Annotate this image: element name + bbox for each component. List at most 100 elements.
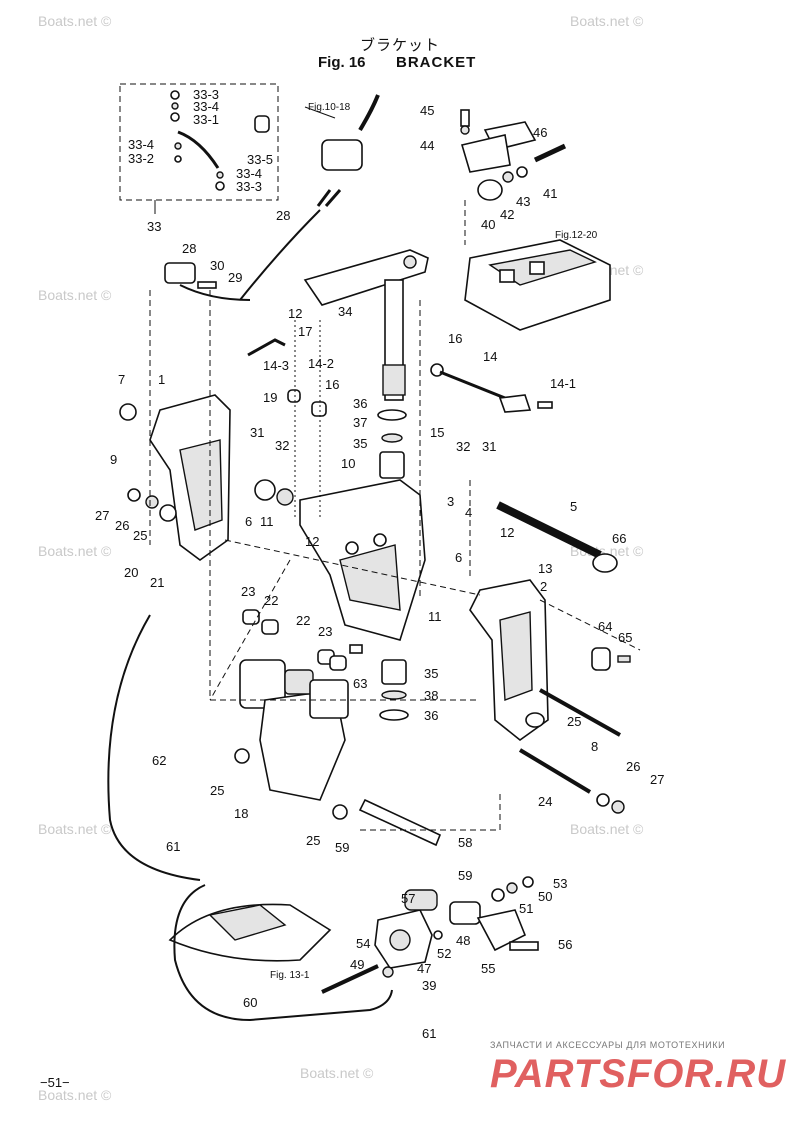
callout-11: 11 — [260, 514, 274, 529]
callout-25: 25 — [133, 528, 147, 543]
tube-5 — [496, 501, 618, 573]
page-number: −51− — [40, 1075, 70, 1090]
callout-63: 63 — [353, 676, 367, 691]
callout-35: 35 — [353, 436, 367, 451]
assembly-lines — [149, 200, 641, 831]
callout-14-1: 14-1 — [550, 376, 576, 391]
callout-32: 32 — [456, 439, 470, 454]
callout-57: 57 — [401, 891, 415, 906]
bushings-lower — [349, 644, 409, 721]
callout-15: 15 — [430, 425, 444, 440]
callout-31: 31 — [250, 425, 264, 440]
callout-33-3: 33-3 — [236, 179, 262, 194]
callout-23: 23 — [241, 584, 255, 599]
callout-4: 4 — [465, 505, 472, 520]
callout-20: 20 — [124, 565, 138, 580]
callout-38: 38 — [424, 688, 438, 703]
link-14-2 — [247, 338, 327, 417]
callout-26: 26 — [626, 759, 640, 774]
housing-fig-12-20 — [464, 239, 611, 331]
callout-25: 25 — [567, 714, 581, 729]
callout-22: 22 — [296, 613, 310, 628]
group-33-box — [119, 83, 279, 201]
callout-33-1: 33-1 — [193, 112, 219, 127]
callout-13: 13 — [538, 561, 552, 576]
callout-33-4: 33-4 — [128, 137, 154, 152]
steering-link-47 — [321, 876, 539, 994]
group-33-parts — [170, 90, 270, 191]
callout-6: 6 — [245, 514, 252, 529]
callout-33: 33 — [147, 219, 161, 234]
brand-logo: PARTSFOR.RU — [490, 1052, 787, 1096]
watermark: Boats.net © — [38, 821, 112, 837]
swivel-bracket-10 — [299, 479, 426, 641]
callout-6: 6 — [455, 550, 462, 565]
callout-33-3: 33-3 — [193, 87, 219, 102]
callout-8: 8 — [591, 739, 598, 754]
callout-2: 2 — [540, 579, 547, 594]
callout-22: 22 — [264, 593, 278, 608]
callout-9: 9 — [110, 452, 117, 467]
callout-7: 7 — [118, 372, 125, 387]
stern-bracket-1 — [119, 394, 231, 561]
callout-33-4: 33-4 — [236, 166, 262, 181]
callout-12: 12 — [500, 525, 514, 540]
callout-59: 59 — [335, 840, 349, 855]
callout-32: 32 — [275, 438, 289, 453]
watermark: Boats.net © — [300, 1065, 374, 1081]
plate-58 — [358, 798, 442, 847]
page-title-japanese: ブラケット — [359, 36, 440, 54]
callout-49: 49 — [350, 957, 364, 972]
ref-fig-10-18: Fig.10-18 — [308, 102, 351, 113]
callout-46: 46 — [533, 125, 547, 140]
callout-43: 43 — [516, 194, 530, 209]
callout-34: 34 — [338, 304, 352, 319]
callout-14: 14 — [483, 349, 497, 364]
callout-29: 29 — [228, 270, 242, 285]
callout-28: 28 — [276, 208, 290, 223]
callout-51: 51 — [519, 901, 533, 916]
callout-61: 61 — [166, 839, 180, 854]
callout-58: 58 — [458, 835, 472, 850]
bracket-40-46 — [460, 109, 567, 201]
figure-number: Fig. 16 — [318, 54, 366, 71]
callout-12: 12 — [288, 306, 302, 321]
watermark: Boats.net © — [38, 287, 112, 303]
figure-name: BRACKET — [396, 54, 477, 71]
callout-42: 42 — [500, 207, 514, 222]
callout-14-3: 14-3 — [263, 358, 289, 373]
callout-11: 11 — [428, 609, 442, 624]
callout-33-4: 33-4 — [193, 99, 219, 114]
callout-24: 24 — [538, 794, 552, 809]
callout-27: 27 — [95, 508, 109, 523]
bushings-35-37 — [377, 409, 407, 479]
callout-52: 52 — [437, 946, 451, 961]
callout-54: 54 — [356, 936, 370, 951]
steering-arm-34 — [303, 249, 429, 401]
callout-28: 28 — [182, 241, 196, 256]
callout-40: 40 — [481, 217, 495, 232]
lower-unit-fig-13-1 — [168, 903, 332, 962]
callout-14-2: 14-2 — [308, 356, 334, 371]
callout-23: 23 — [318, 624, 332, 639]
callout-30: 30 — [210, 258, 224, 273]
rods-8-24 — [518, 688, 625, 814]
callout-19: 19 — [263, 390, 277, 405]
watermark: Boats.net © — [570, 13, 644, 29]
callout-3: 3 — [447, 494, 454, 509]
washers-left — [127, 479, 347, 671]
callout-16: 16 — [448, 331, 462, 346]
callout-66: 66 — [612, 531, 626, 546]
callout-1: 1 — [158, 372, 165, 387]
clamp-28 — [164, 262, 251, 301]
stern-bracket-2 — [469, 579, 549, 742]
shaft-14 — [430, 363, 553, 413]
callout-25: 25 — [210, 783, 224, 798]
callout-36: 36 — [424, 708, 438, 723]
connector-harness — [239, 94, 380, 301]
callout-48: 48 — [456, 933, 470, 948]
brand-tagline: ЗАПЧАСТИ И АКСЕССУАРЫ ДЛЯ МОТОТЕХНИКИ — [490, 1040, 726, 1050]
watermark: Boats.net © — [570, 821, 644, 837]
callout-50: 50 — [538, 889, 552, 904]
